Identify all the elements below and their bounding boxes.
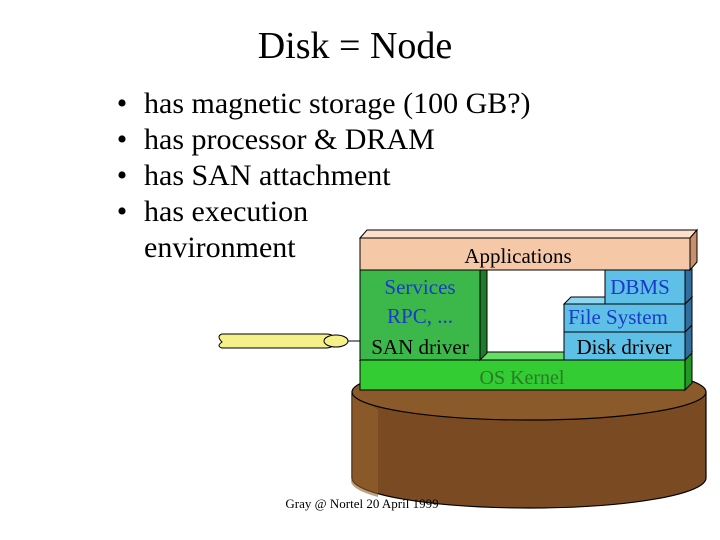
san-driver-label: SAN driver (371, 335, 468, 359)
bullet-text: has execution (144, 195, 309, 228)
bullet-item: • has SAN attachment (112, 158, 532, 194)
bullet-text: has magnetic storage (100 GB?) (144, 87, 531, 120)
os-kernel-label: OS Kernel (480, 367, 565, 389)
bullet-item: • has magnetic storage (100 GB?) (112, 86, 532, 122)
slide-title: Disk = Node (257, 25, 453, 67)
bullet-text: has processor & DRAM (144, 123, 435, 156)
disk-highlight (351, 392, 378, 497)
bullet-dot: • (116, 159, 128, 192)
applications-label: Applications (464, 244, 571, 268)
bullet-dot: • (116, 87, 128, 120)
left-stack-column: Services RPC, ... SAN driver (359, 261, 488, 362)
bullet-dot: • (116, 195, 128, 228)
dbms-label: DBMS (610, 275, 670, 299)
rpc-label: RPC, ... (387, 304, 453, 328)
disk-driver-label: Disk driver (576, 335, 671, 359)
san-cable (218, 333, 360, 349)
file-system-label: File System (568, 305, 668, 329)
applications-layer: Applications (358, 228, 699, 272)
disk-driver-box: Disk driver (563, 323, 693, 362)
slide-footer: Gray @ Nortel 20 April 1999 (285, 496, 439, 511)
bullet-text: has SAN attachment (144, 159, 391, 192)
bullet-dot: • (116, 123, 128, 156)
bullet-list: • has magnetic storage (100 GB?) • has pro… (112, 86, 532, 266)
dbms-box: DBMS (604, 261, 693, 306)
services-label: Services (384, 275, 455, 299)
bullet-text-continued: environment (144, 231, 296, 264)
file-system-box: File System (562, 295, 694, 334)
bullet-item: • has processor & DRAM (112, 122, 532, 158)
